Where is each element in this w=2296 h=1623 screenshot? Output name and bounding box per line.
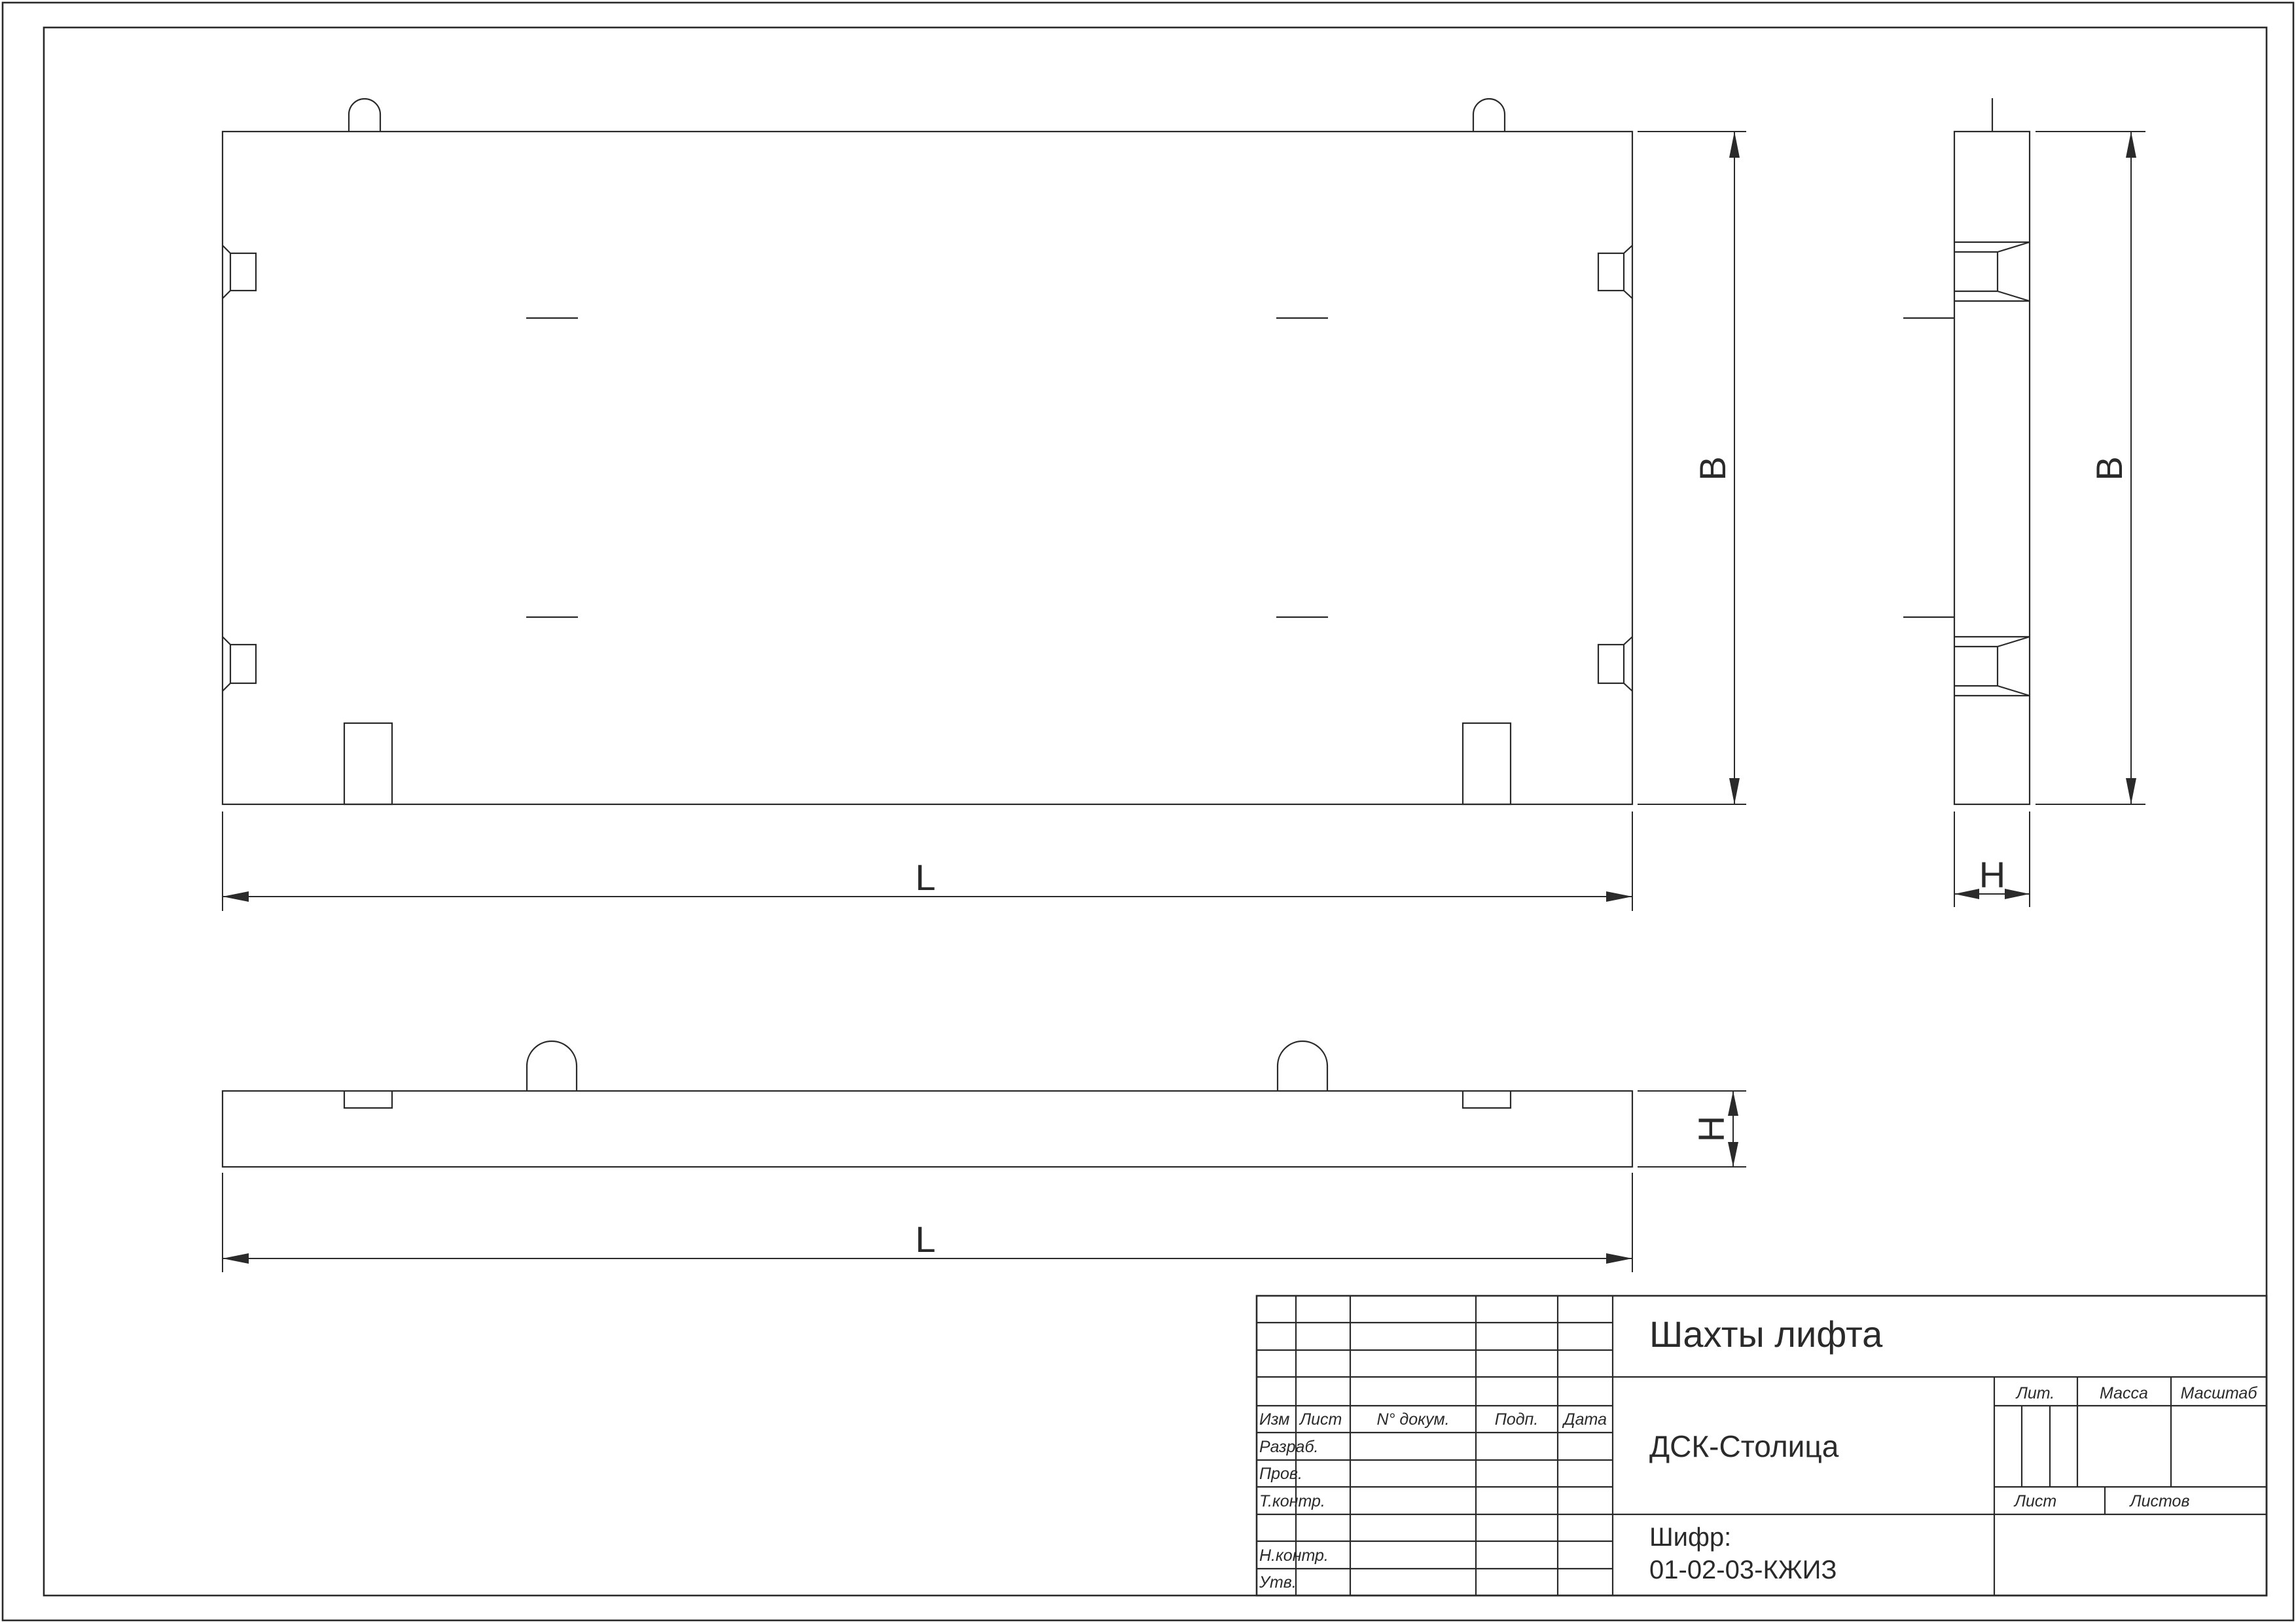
- dimension-label-b-side: B: [2089, 456, 2130, 480]
- title-block: Изм Лист N° докум. Подп. Дата Разраб. Пр…: [1255, 1294, 2268, 1597]
- tb-role-prov: Пров.: [1259, 1465, 1302, 1483]
- support-pad-right: [1462, 722, 1512, 806]
- tb-role-tkontr: Т.контр.: [1259, 1492, 1325, 1510]
- plan-pad-left: [343, 1091, 393, 1109]
- support-pad-left: [343, 722, 393, 806]
- tb-sheet-label: Лист: [2013, 1492, 2056, 1510]
- dimension-length-plan: [222, 1173, 1633, 1272]
- dimension-height-side: [1954, 812, 2030, 907]
- tb-title: Шахты лифта: [1649, 1313, 1883, 1355]
- lifting-loop-plan-left: [526, 1040, 578, 1091]
- lifting-loop-top-left: [348, 98, 382, 132]
- tb-lit-label: Лит.: [2015, 1384, 2055, 1402]
- tb-mass-label: Масса: [2100, 1384, 2148, 1402]
- tb-header-date: Дата: [1562, 1410, 1607, 1429]
- side-embed-upper: [1954, 241, 2030, 302]
- dimension-label-h-plan: H: [1691, 1116, 1732, 1142]
- dimension-label-l-plan: L: [915, 1219, 935, 1260]
- dimension-label-b-front: B: [1692, 456, 1733, 480]
- dimension-length-front: [222, 812, 1633, 911]
- bottom-view: L H: [221, 1040, 1746, 1272]
- inner-frame: [43, 26, 2268, 1597]
- tb-sheets-label: Листов: [2128, 1492, 2189, 1510]
- tb-header-doc-no: N° докум.: [1376, 1410, 1449, 1429]
- tb-scale-label: Масштаб: [2181, 1384, 2258, 1402]
- embed-left-lower: [222, 636, 257, 692]
- tb-role-razrab: Разраб.: [1259, 1438, 1318, 1456]
- tb-role-utv: Утв.: [1259, 1573, 1297, 1592]
- tb-header-sign: Подп.: [1495, 1410, 1539, 1429]
- tb-code-value: 01-02-03-КЖИЗ: [1649, 1556, 1837, 1584]
- tb-code-label: Шифр:: [1649, 1523, 1731, 1552]
- tb-organization: ДСК-Столица: [1649, 1429, 1839, 1463]
- side-view: B H: [1903, 98, 2145, 907]
- side-embed-lower: [1954, 635, 2030, 697]
- tb-role-nkontr: Н.контр.: [1259, 1546, 1329, 1565]
- front-view: L B: [221, 98, 1746, 911]
- tb-header-izm: Изм: [1259, 1410, 1289, 1429]
- plan-pad-right: [1462, 1091, 1512, 1109]
- lifting-loop-top-right: [1472, 98, 1506, 132]
- dimension-height-plan: [1638, 1090, 1746, 1168]
- embed-left-upper: [222, 245, 257, 299]
- dimension-width-front: [1638, 131, 1746, 805]
- tb-header-list: Лист: [1299, 1410, 1342, 1429]
- bottom-view-outline: [221, 1090, 1634, 1168]
- embed-right-lower: [1597, 636, 1633, 692]
- lifting-loop-plan-right: [1276, 1040, 1329, 1091]
- front-view-outline: [221, 130, 1634, 806]
- dimension-width-side: [2036, 131, 2145, 805]
- dimension-label-l-front: L: [915, 857, 935, 898]
- side-view-outline: [1953, 130, 2031, 806]
- embed-right-upper: [1597, 245, 1633, 299]
- dimension-label-h-side: H: [1979, 854, 2005, 895]
